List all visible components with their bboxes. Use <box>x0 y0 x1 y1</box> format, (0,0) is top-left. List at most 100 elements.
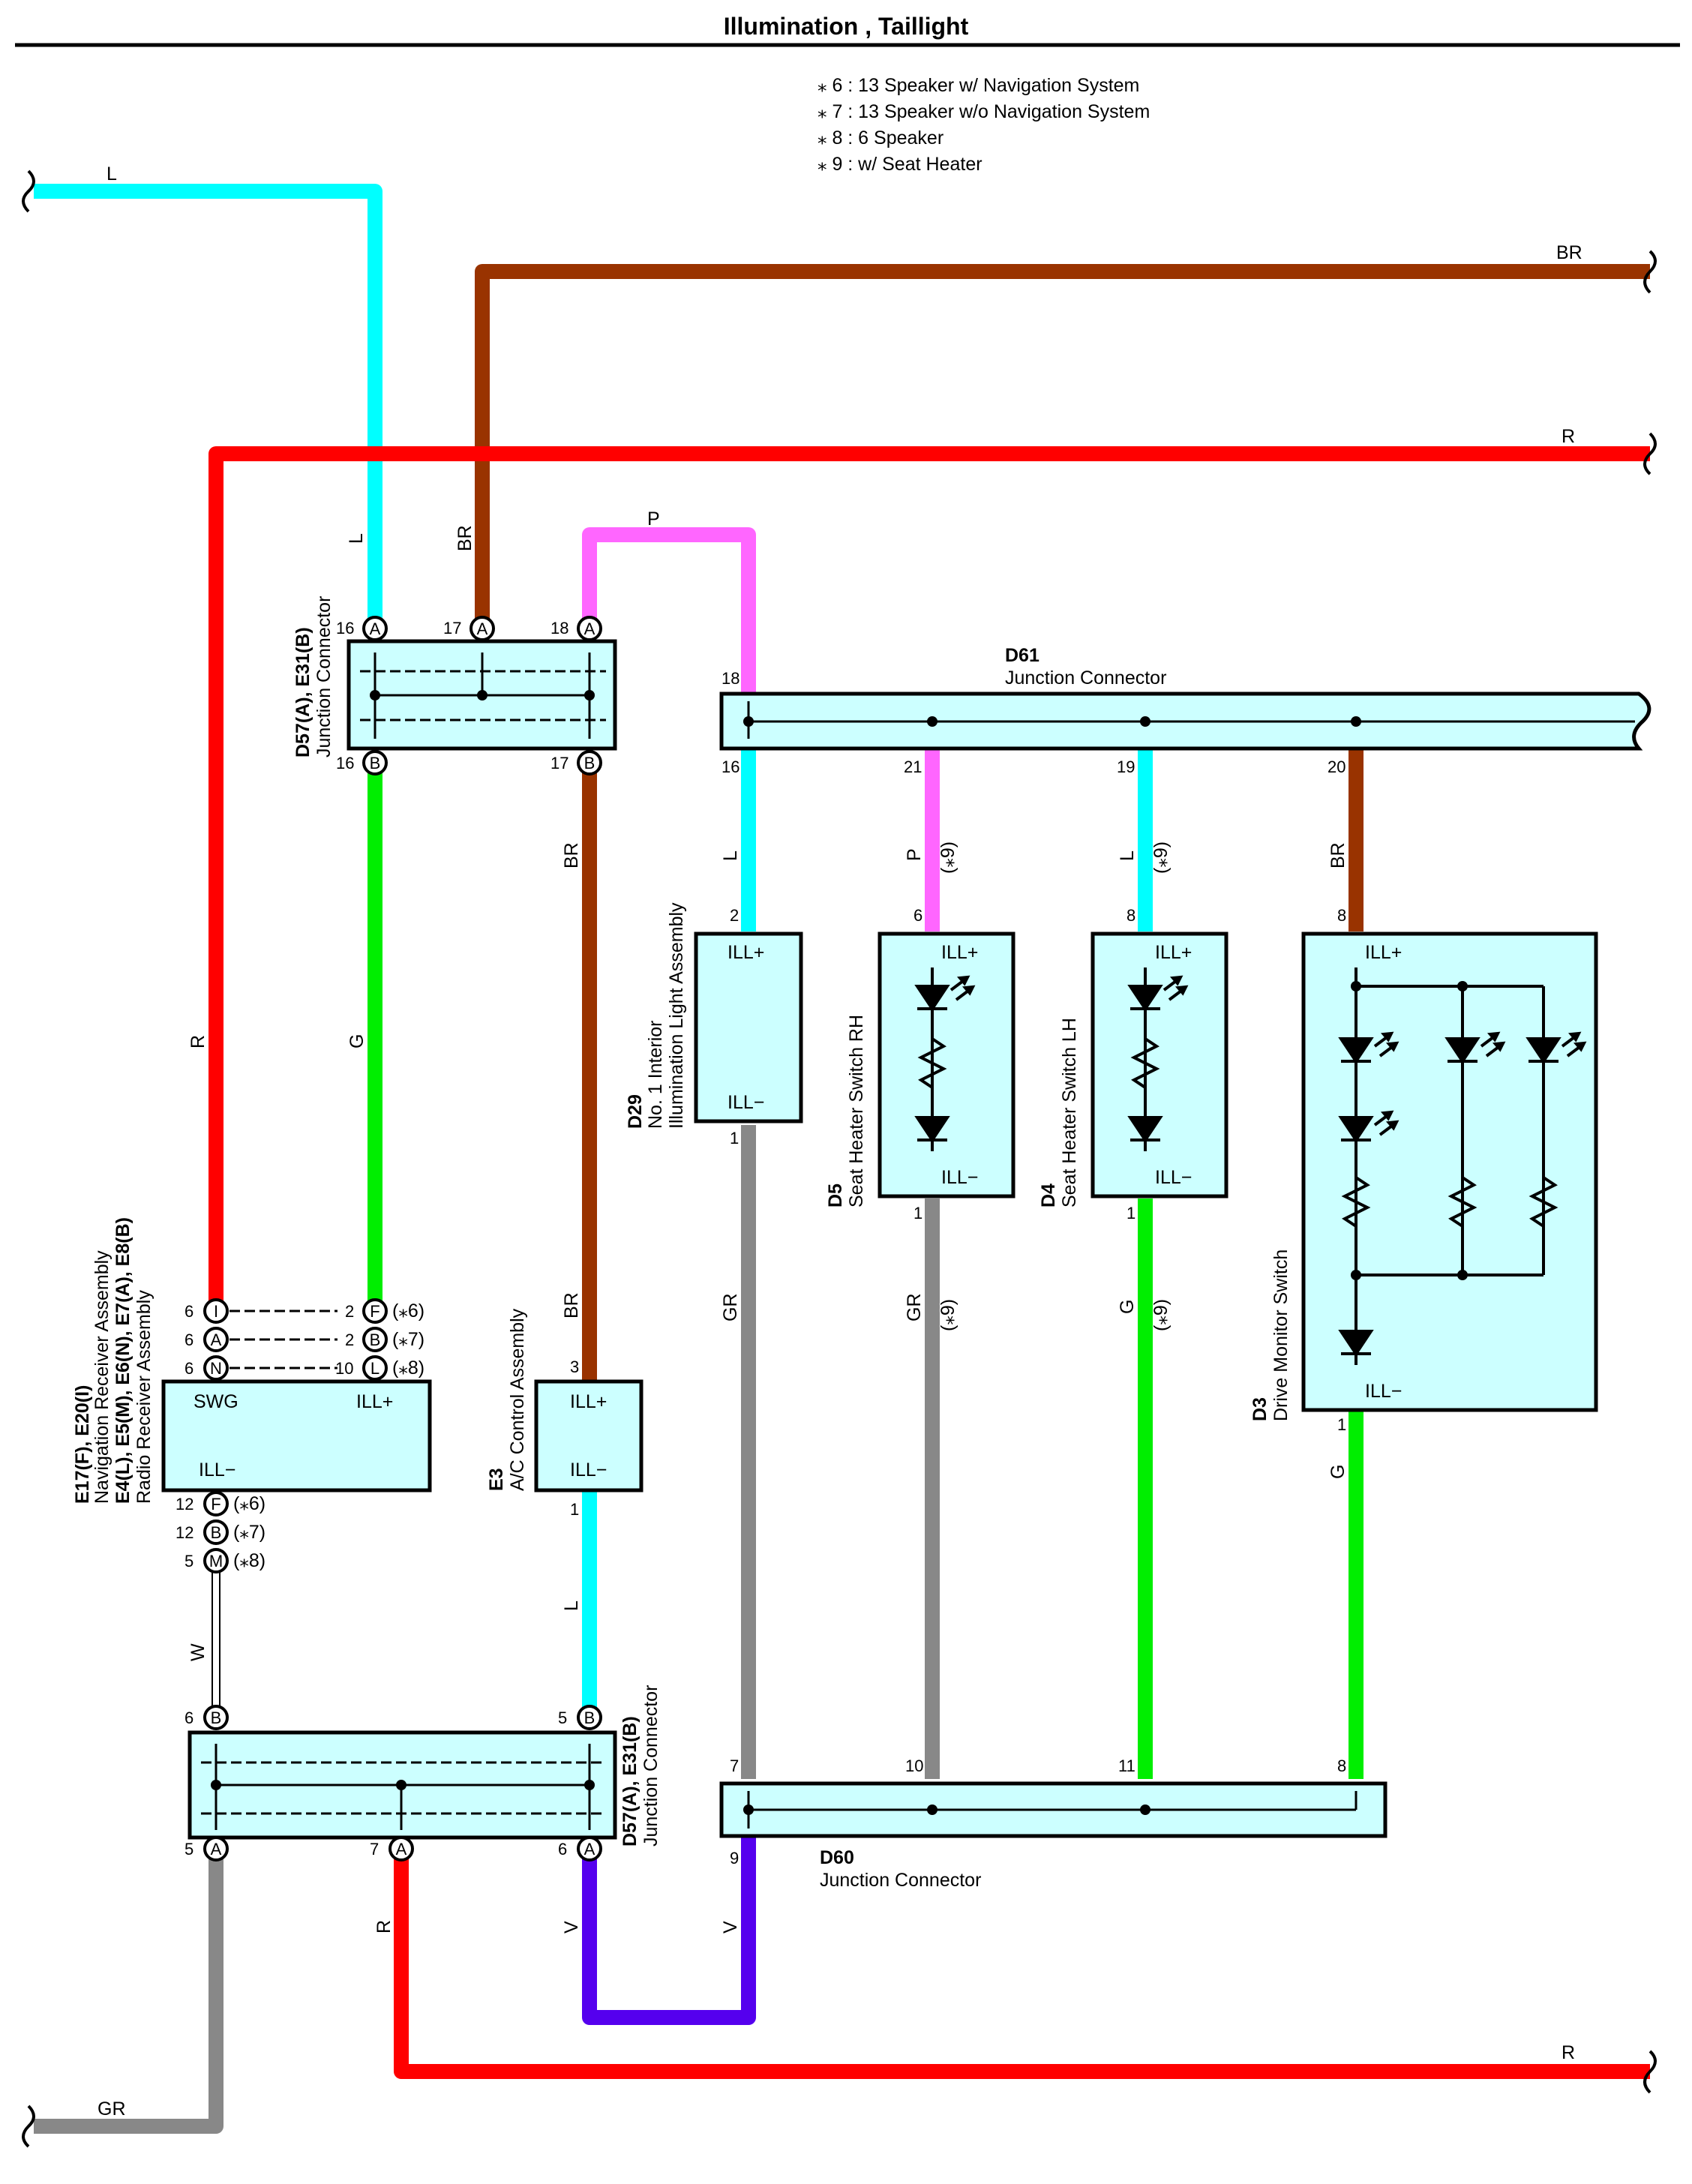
opt-8-bot: (⁎8) <box>233 1550 266 1571</box>
svg-text:B: B <box>584 1708 596 1727</box>
svg-text:F: F <box>211 1495 220 1514</box>
opt-7-top: (⁎7) <box>392 1329 424 1350</box>
svg-text:M: M <box>209 1552 223 1570</box>
pin-d3-1: 1 <box>1337 1415 1346 1434</box>
label-r-bottom-right: R <box>1562 2042 1575 2063</box>
svg-text:F: F <box>370 1302 380 1321</box>
opt-7-bot: (⁎7) <box>233 1522 266 1543</box>
d5-illm: ILL− <box>941 1167 978 1188</box>
d61-code: D61 <box>1005 645 1040 666</box>
e3-body <box>534 1379 644 1492</box>
pin-radio-6a: 6 <box>184 1330 194 1349</box>
radio-receiver: SWG ILL+ ILL− E17(F), E20(I) Navigation … <box>72 1217 432 1504</box>
d4-body <box>1090 932 1228 1198</box>
pin-d5-6: 6 <box>914 906 922 925</box>
pin-d60-9: 9 <box>730 1849 739 1868</box>
term-jc-top-16b: B <box>362 750 388 776</box>
d4-name: Seat Heater Switch LH <box>1059 1018 1080 1208</box>
d60-connector: D60 Junction Connector <box>719 1781 1388 1891</box>
d3-led-array-icon <box>1338 968 1587 1365</box>
pin-radio-5m: 5 <box>184 1552 194 1570</box>
wire-br-top <box>475 264 1650 628</box>
svg-text:B: B <box>370 1330 381 1349</box>
d5-led-icon <box>914 968 976 1151</box>
radio-illm: ILL− <box>199 1460 236 1480</box>
radio-code2: E4(L), E5(M), E6(N), E7(A), E8(B) <box>112 1217 134 1504</box>
d3-body <box>1301 932 1598 1412</box>
wire-r-bottom <box>394 1847 1650 2079</box>
break-r-bottom-right <box>1643 2050 1657 2094</box>
jc-bottom-name: Junction Connector <box>640 1685 662 1846</box>
d29-name1: No. 1 Interior <box>645 1020 666 1129</box>
break-br-right <box>1643 250 1657 294</box>
svg-text:I: I <box>214 1302 218 1321</box>
opt-6-top: (⁎6) <box>392 1300 424 1322</box>
term-radio-12f: F <box>203 1491 229 1516</box>
radio-swg: SWG <box>194 1391 238 1412</box>
svg-text:A: A <box>584 620 596 638</box>
pin-jc-top-16b: 16 <box>336 754 354 772</box>
term-radio-12b: B <box>203 1520 229 1545</box>
label-l-vert: L <box>346 533 367 544</box>
label-r-top: R <box>1562 426 1575 447</box>
pin-radio-2f: 2 <box>345 1302 354 1321</box>
pin-radio-12f: 12 <box>176 1495 194 1514</box>
wire-l-top <box>34 184 382 628</box>
label-g-vert: G <box>346 1034 368 1048</box>
d5-illp: ILL+ <box>941 942 978 963</box>
break-l-left <box>22 170 35 213</box>
pin-jc-top-17b: 17 <box>550 754 568 772</box>
d60-code: D60 <box>820 1847 854 1868</box>
wire-v-bottom <box>582 1836 756 2025</box>
pin-d61-16: 16 <box>722 758 740 776</box>
term-jc-top-17b: B <box>577 750 602 776</box>
pin-d29-1: 1 <box>730 1129 739 1148</box>
d29-illp: ILL+ <box>728 942 764 963</box>
pin-d60-8: 8 <box>1337 1756 1346 1775</box>
term-jc-bot-6b: B <box>203 1705 229 1730</box>
pin-jc-top-16a: 16 <box>336 619 354 638</box>
svg-text:A: A <box>477 620 488 638</box>
page-title: Illumination , Taillight <box>724 13 969 40</box>
radio-body <box>161 1379 432 1492</box>
label-opt9-d5: (⁎9) <box>938 842 958 874</box>
d4-seat-heater-lh: ILL+ ILL− D4 Seat Heater Switch LH <box>1038 932 1228 1208</box>
option-notes: ⁎ 6 : 13 Speaker w/ Navigation System ⁎ … <box>818 75 1150 175</box>
d29-body <box>694 932 803 1124</box>
label-v-right: V <box>720 1921 741 1934</box>
label-br-d3: BR <box>1328 842 1348 868</box>
term-jc-top-16a: A <box>362 616 388 641</box>
label-opt9-g-d4: (⁎9) <box>1150 1299 1172 1331</box>
radio-name2: Radio Receiver Assembly <box>134 1290 154 1504</box>
label-r-bottom: R <box>374 1920 394 1934</box>
d3-illp: ILL+ <box>1365 942 1402 963</box>
d29-code: D29 <box>625 1094 646 1129</box>
label-opt9-d4: (⁎9) <box>1150 842 1172 874</box>
note-8: ⁎ 8 : 6 Speaker <box>818 128 944 148</box>
pin-jc-bot-5a: 5 <box>184 1840 194 1858</box>
pin-jc-bot-5b: 5 <box>558 1708 567 1727</box>
pin-d4-8: 8 <box>1126 906 1136 925</box>
d29-illm: ILL− <box>728 1092 764 1113</box>
pin-d60-11: 11 <box>1118 1756 1136 1775</box>
label-g-d3: G <box>1328 1465 1348 1479</box>
radio-illp: ILL+ <box>356 1391 393 1412</box>
pin-radio-6n: 6 <box>184 1359 194 1378</box>
pin-d61-20: 20 <box>1328 758 1346 776</box>
note-9: ⁎ 9 : w/ Seat Heater <box>818 154 982 175</box>
label-opt9-gr-d5: (⁎9) <box>938 1299 958 1331</box>
label-p-d5: P <box>904 848 925 861</box>
svg-text:B: B <box>211 1523 222 1542</box>
pin-d3-8: 8 <box>1337 906 1346 925</box>
label-p-top: P <box>647 508 660 530</box>
wire-p-top <box>582 527 756 699</box>
note-6: ⁎ 6 : 13 Speaker w/ Navigation System <box>818 75 1139 96</box>
term-radio-2f: F <box>362 1298 388 1324</box>
d5-code: D5 <box>825 1184 846 1208</box>
e3-illp: ILL+ <box>570 1391 607 1412</box>
term-jc-bot-7a: A <box>388 1836 414 1862</box>
term-radio-2b: B <box>362 1327 388 1352</box>
label-v-left: V <box>561 1921 582 1934</box>
d29-interior-light: ILL+ ILL− D29 No. 1 Interior Illuminatio… <box>625 902 803 1129</box>
break-r-right <box>1643 432 1657 476</box>
